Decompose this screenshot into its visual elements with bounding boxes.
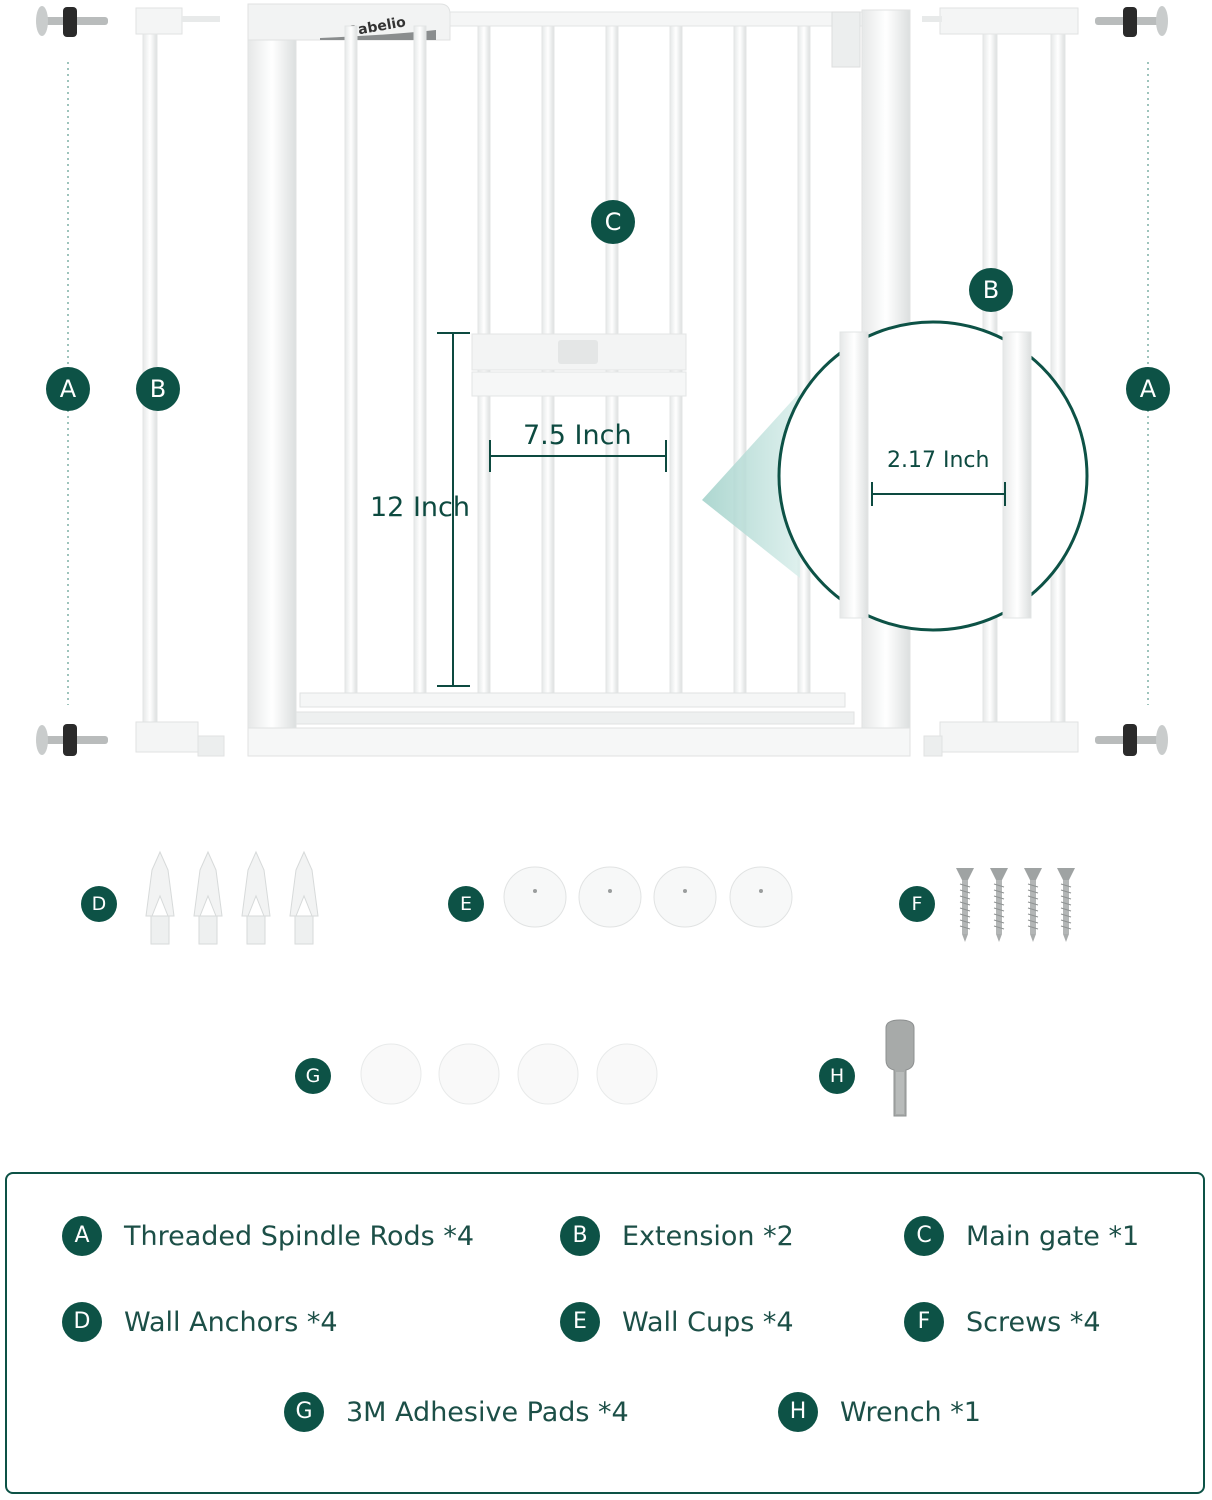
legend-text-d: Wall Anchors *4: [124, 1306, 338, 1338]
gate-bar-2: [413, 25, 427, 697]
legend-text-h: Wrench *1: [840, 1396, 981, 1428]
legend-item-g: G 3M Adhesive Pads *4: [284, 1392, 629, 1432]
wall-cup-2: [578, 866, 642, 928]
wall-anchors-group: [145, 850, 319, 945]
zoom-cone: [702, 392, 800, 578]
adhesive-pad-4: [596, 1043, 658, 1105]
marker-a-left: A: [46, 367, 90, 411]
bar-spacing-label: 2.17 Inch: [887, 448, 990, 473]
adhesive-pad-2: [438, 1043, 500, 1105]
legend-text-c: Main gate *1: [966, 1220, 1140, 1252]
wall-anchor-2: [193, 850, 223, 945]
marker-g: G: [295, 1058, 331, 1094]
screw-2: [990, 868, 1008, 942]
marker-e: E: [448, 886, 484, 922]
marker-d: D: [81, 886, 117, 922]
legend-text-e: Wall Cups *4: [622, 1306, 794, 1338]
legend-text-g: 3M Adhesive Pads *4: [346, 1396, 629, 1428]
legend-badge-g: G: [284, 1392, 324, 1432]
marker-c: C: [591, 200, 635, 244]
adhesive-pads-group: [360, 1043, 658, 1105]
legend-badge-f: F: [904, 1302, 944, 1342]
adhesive-pad-1: [360, 1043, 422, 1105]
diagram-stage: Babelio: [36, 3, 1170, 1117]
marker-b-right: B: [969, 268, 1013, 312]
dimension-lines: [437, 332, 1006, 687]
legend-text-b: Extension *2: [622, 1220, 794, 1252]
wrench: [885, 1019, 915, 1117]
zoom-circle: [777, 320, 1089, 632]
screw-3: [1024, 868, 1042, 942]
legend-item-e: E Wall Cups *4: [560, 1302, 794, 1342]
screw-4: [1057, 868, 1075, 942]
adhesive-pad-3: [517, 1043, 579, 1105]
legend-badge-e: E: [560, 1302, 600, 1342]
legend-text-a: Threaded Spindle Rods *4: [124, 1220, 474, 1252]
legend-badge-d: D: [62, 1302, 102, 1342]
legend-text-f: Screws *4: [966, 1306, 1101, 1338]
spindle-rod-top-left: [36, 6, 108, 37]
legend-item-h: H Wrench *1: [778, 1392, 981, 1432]
marker-a-right: A: [1126, 367, 1170, 411]
legend-item-a: A Threaded Spindle Rods *4: [62, 1216, 474, 1256]
screws-group: [956, 868, 1075, 942]
legend-badge-c: C: [904, 1216, 944, 1256]
spindle-rod-bottom-left: [36, 724, 108, 756]
spindle-rod-bottom-right: [1095, 724, 1168, 756]
marker-h: H: [819, 1058, 855, 1094]
door-width-label: 7.5 Inch: [523, 420, 632, 451]
legend-badge-h: H: [778, 1392, 818, 1432]
gate-bar-7: [733, 25, 747, 697]
wall-cup-3: [653, 866, 717, 928]
door-height-label: 12 Inch: [370, 492, 470, 523]
marker-b-left: B: [136, 367, 180, 411]
legend-item-f: F Screws *4: [904, 1302, 1101, 1342]
legend-badge-a: A: [62, 1216, 102, 1256]
spindle-rod-top-right: [1095, 6, 1168, 37]
screw-1: [956, 868, 974, 942]
wall-anchor-3: [241, 850, 271, 945]
main-gate: Babelio: [247, 3, 911, 757]
wall-anchor-4: [289, 850, 319, 945]
gate-bar-1: [344, 25, 358, 697]
legend-item-c: C Main gate *1: [904, 1216, 1139, 1256]
wall-cup-1: [503, 866, 567, 928]
legend-badge-b: B: [560, 1216, 600, 1256]
gate-bar-8: [797, 25, 811, 697]
wall-cup-4: [729, 866, 793, 928]
parts-legend: A Threaded Spindle Rods *4 B Extension *…: [5, 1172, 1205, 1494]
legend-item-d: D Wall Anchors *4: [62, 1302, 338, 1342]
marker-f: F: [899, 886, 935, 922]
wall-anchor-1: [145, 850, 175, 945]
gate-illustration: Babelio: [36, 3, 1168, 1117]
wall-cups-group: [503, 866, 793, 928]
legend-item-b: B Extension *2: [560, 1216, 794, 1256]
